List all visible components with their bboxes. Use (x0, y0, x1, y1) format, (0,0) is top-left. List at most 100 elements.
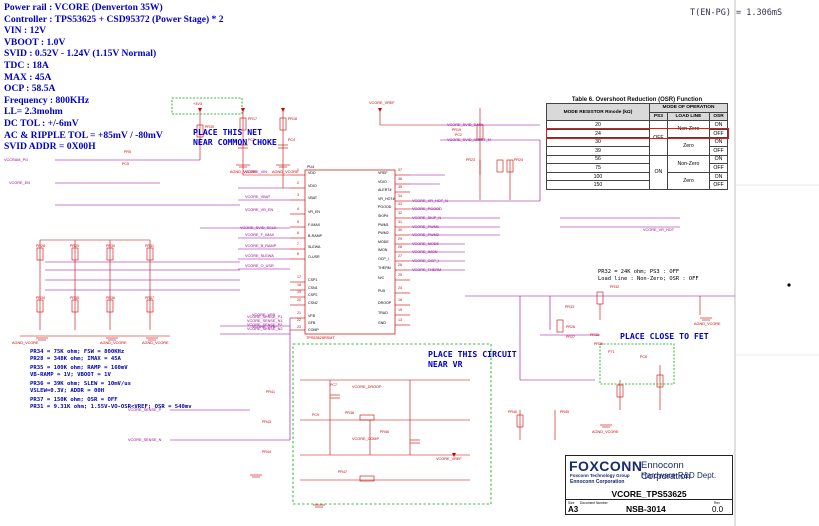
component-refdes: PR41 (266, 390, 275, 394)
component-refdes: PR17 (248, 117, 257, 121)
title-block-group: Foxconn Technology Group (570, 473, 630, 478)
sense-p-label: VCORE_SENSE_P (128, 408, 162, 412)
spec-ocp: OCP : 58.5A (4, 83, 56, 95)
ic-right-pin-number: 26 (398, 263, 402, 267)
agnd-label-3: AGND_VCORE (142, 341, 169, 345)
spec-dc-tol: DC TOL : +/-6mV (4, 117, 79, 129)
component-refdes: PR27 (566, 335, 575, 339)
component-refdes: PR34 (36, 296, 45, 300)
ic-left-pin-number: 7 (297, 242, 299, 246)
component-refdes: PC8 (640, 355, 647, 359)
ic-right-pin-number: 16 (398, 298, 402, 302)
osr-ll-nonzero-a: Non-Zero (666, 120, 711, 139)
osr-header-ps3: PS3 (648, 111, 668, 122)
osr-osr-0: ON (709, 120, 728, 130)
sheet-size: A3 (568, 505, 579, 514)
ic-right-pin-number: 34 (398, 194, 402, 198)
osr-r-2: 30 (546, 137, 650, 147)
ic-left-pin-name: CSN2 (308, 301, 318, 305)
component-refdes: PR19 (452, 128, 461, 132)
osr-header-resistor: MODE RESISTOR Rmode (kΩ) (546, 102, 650, 122)
osr-ll-nonzero-b: Non-Zero (666, 154, 711, 173)
component-refdes: PR40 (508, 410, 517, 414)
component-refdes: PR33 (565, 305, 574, 309)
resistor-note-2b: VB-RAMP = 1V; VBOOT = 1V (30, 372, 111, 378)
component-refdes: PR32 (610, 285, 619, 289)
ic-left-pin-number: 3 (297, 193, 299, 197)
spec-ac-ripple: AC & RIPPLE TOL = +85mV / -80mV (4, 129, 163, 141)
ic-right-pin-name: IMON (378, 248, 388, 252)
component-refdes: PC9 (312, 413, 319, 417)
spec-svid-addr: SVID ADDR = 0X00H (4, 141, 96, 153)
pr32-note: PR32 = 24K ohm; PS3 : OFF Load line : No… (598, 269, 699, 283)
ic-right-pin-name: PU5 (378, 289, 385, 293)
right-net-label: VCORE_PWM1 (412, 225, 440, 229)
left-net-label: VCORE_VFB (252, 313, 275, 317)
ic-right-pin-name: DROOP (378, 301, 392, 305)
osr-r-6: 100 (546, 171, 650, 182)
right-net-label: VCORE_SVID_DATA (447, 123, 484, 127)
component-refdes: PC3 (248, 138, 255, 142)
resistor-note-3a: PR36 = 39K ohm; SLEW = 10mV/us (30, 381, 132, 387)
resistor-note-2: PR35 = 100K ohm; RAMP = 160mV VB-RAMP = … (30, 365, 128, 379)
osr-osr-5: OFF (709, 163, 728, 173)
place-net-note: PLACE THIS NET NEAR COMMON CHOKE (193, 127, 277, 147)
component-refdes: PR18 (288, 117, 297, 121)
timing-label: T(EN-PG) = 1.306mS (690, 8, 783, 18)
ic-right-pin-number: 33 (398, 202, 402, 206)
ic-right-pin-number: 29 (398, 237, 402, 241)
agnd-label-4: AGND_VCORE (230, 170, 257, 174)
osr-table-title: Table 6. Overshoot Reduction (OSR) Funct… (571, 97, 703, 103)
ic-left-pin-number: 18 (297, 283, 301, 287)
resistor-note-4: PR37 = 150K ohm; OSR = OFF PR31 = 9.31K … (30, 397, 192, 411)
ic-left-pin-name: F-IMAX (308, 223, 321, 227)
ic-right-pin-number: 30 (398, 228, 402, 232)
component-refdes: PT1 (608, 350, 615, 354)
pr32-note-line-2: Load line : Non-Zero; OSR : OFF (598, 276, 699, 282)
osr-osr-2: ON (709, 137, 728, 147)
ic-left-pin-name: VDD (308, 171, 316, 175)
rail-spec-block: Power rail : VCORE (Denverton 35W) Contr… (4, 2, 224, 153)
component-refdes: PR38 (345, 411, 354, 415)
ic-right-pin-name: VR_HOT# (378, 197, 395, 201)
osr-ps3-off: OFF (648, 120, 668, 156)
ic-left-pin-number: 5 (297, 220, 299, 224)
ic-left-pin-number: 6 (297, 231, 299, 235)
agnd-label-7: AGND_VCORE (694, 322, 721, 326)
ic-left-pin-name: CSN1 (308, 286, 318, 290)
ic-right-pin-number: 27 (398, 254, 402, 258)
ic-refdes: PU4 (307, 165, 314, 169)
place-circuit-line-2: NEAR VR (428, 358, 463, 369)
sheet-title: VCORE_TPS53625 (611, 489, 687, 499)
component-refdes: PR29 (70, 244, 79, 248)
ic-left-pin-name: VDIO (308, 184, 317, 188)
ic-right-pin-name: VREF (378, 171, 388, 175)
place-net-line-2: NEAR COMMON CHOKE (193, 136, 277, 147)
left-net-label: VCORE_SENSE_N2 (247, 327, 283, 331)
title-block-info-row: Size A3 Document Number NSB-3014 Rev 0.0 (566, 499, 732, 514)
ic-right-pin-number: 28 (398, 245, 402, 249)
component-refdes: PR24 (514, 158, 523, 162)
right-net-label: VCORE_MODE (412, 242, 440, 246)
comp-label: VCORE_COMP (352, 437, 380, 441)
ic-right-pin-name: MODE (378, 240, 389, 244)
vr-hot-label: VCORE_VR_HOT (643, 228, 675, 232)
ic-right-pin-number: 36 (398, 177, 402, 181)
sense-n-label: VCORE_SENSE_N (128, 438, 162, 442)
ic-right-pin-number: 35 (398, 185, 402, 189)
component-refdes: PR5 (124, 150, 131, 154)
ic-left-pin-name: O-USR (308, 255, 320, 259)
osr-r-4: 56 (546, 154, 650, 165)
droop-label: VCORE_DROOP (352, 385, 382, 389)
resistor-note-1a: PR34 = 75K ohm; FSW = 800KHz (30, 349, 125, 355)
ic-left-pin-number: 21 (297, 311, 301, 315)
ic-left-pin-number: 22 (297, 318, 301, 322)
osr-ll-zero-a: Zero (666, 137, 711, 156)
ic-right-pin-name: THERM (378, 266, 391, 270)
ic-right-pin-number: 13 (398, 318, 402, 322)
osr-r-7: 150 (546, 180, 650, 190)
left-net-label: VCORE_SENSE_P2 (247, 323, 283, 327)
ic-right-pin-name: ALERT# (378, 188, 392, 192)
